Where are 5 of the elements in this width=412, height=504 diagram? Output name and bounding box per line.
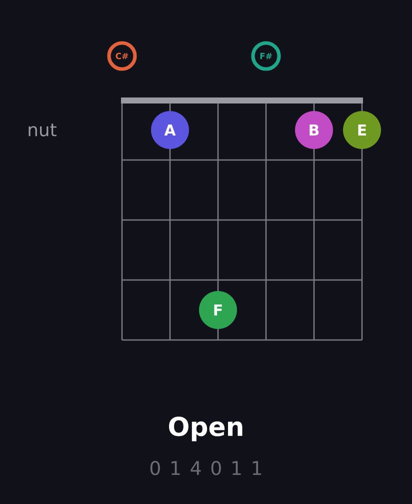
row-label: nut [28, 124, 56, 136]
fingering-numbers: 0 1 4 0 1 1 [150, 460, 262, 476]
chord-name: Open [169, 416, 242, 442]
open-string-ring: C# [107, 41, 137, 71]
open-string-ring: F# [251, 41, 281, 71]
